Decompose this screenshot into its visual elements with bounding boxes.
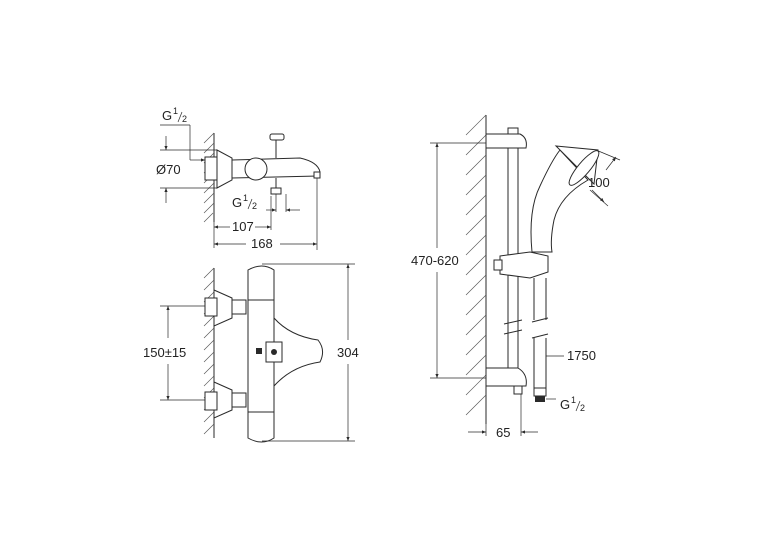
wall-hatch-rail xyxy=(465,114,487,416)
svg-text:304: 304 xyxy=(337,345,359,360)
svg-text:470-620: 470-620 xyxy=(411,253,459,268)
dim-100: 100 xyxy=(588,149,621,207)
svg-text:150±15: 150±15 xyxy=(143,345,186,360)
svg-text:2: 2 xyxy=(182,114,187,124)
dim-168: 168 xyxy=(214,178,318,251)
svg-text:G: G xyxy=(162,108,172,123)
top-view: G 1 2 Ø70 G 1 2 xyxy=(156,106,321,251)
front-view: 150±15 304 xyxy=(143,263,359,443)
dim-107: 107 xyxy=(213,196,272,248)
svg-text:1: 1 xyxy=(243,193,248,203)
svg-text:Ø70: Ø70 xyxy=(156,162,181,177)
dim-470-620: 470-620 xyxy=(411,142,486,379)
svg-text:1: 1 xyxy=(571,395,576,405)
svg-text:65: 65 xyxy=(496,425,510,440)
svg-text:107: 107 xyxy=(232,219,254,234)
svg-text:100: 100 xyxy=(588,175,610,190)
svg-text:168: 168 xyxy=(251,236,273,251)
svg-text:G: G xyxy=(232,195,242,210)
shower-rail-view: 470-620 100 1750 G 1 2 65 xyxy=(411,114,621,440)
dim-diameter: Ø70 xyxy=(156,136,217,203)
dim-thread-top: G 1 2 xyxy=(160,106,205,162)
dim-thread-mid: G 1 2 xyxy=(232,193,300,212)
svg-text:1: 1 xyxy=(173,106,178,116)
svg-text:2: 2 xyxy=(252,201,257,211)
dim-150: 150±15 xyxy=(143,305,205,401)
dim-304: 304 xyxy=(262,263,359,442)
dim-65: 65 xyxy=(468,394,538,440)
dim-1750: 1750 xyxy=(546,348,596,363)
svg-text:1750: 1750 xyxy=(567,348,596,363)
dim-thread-right: G 1 2 xyxy=(546,395,585,413)
svg-text:G: G xyxy=(560,397,570,412)
svg-text:2: 2 xyxy=(580,403,585,413)
